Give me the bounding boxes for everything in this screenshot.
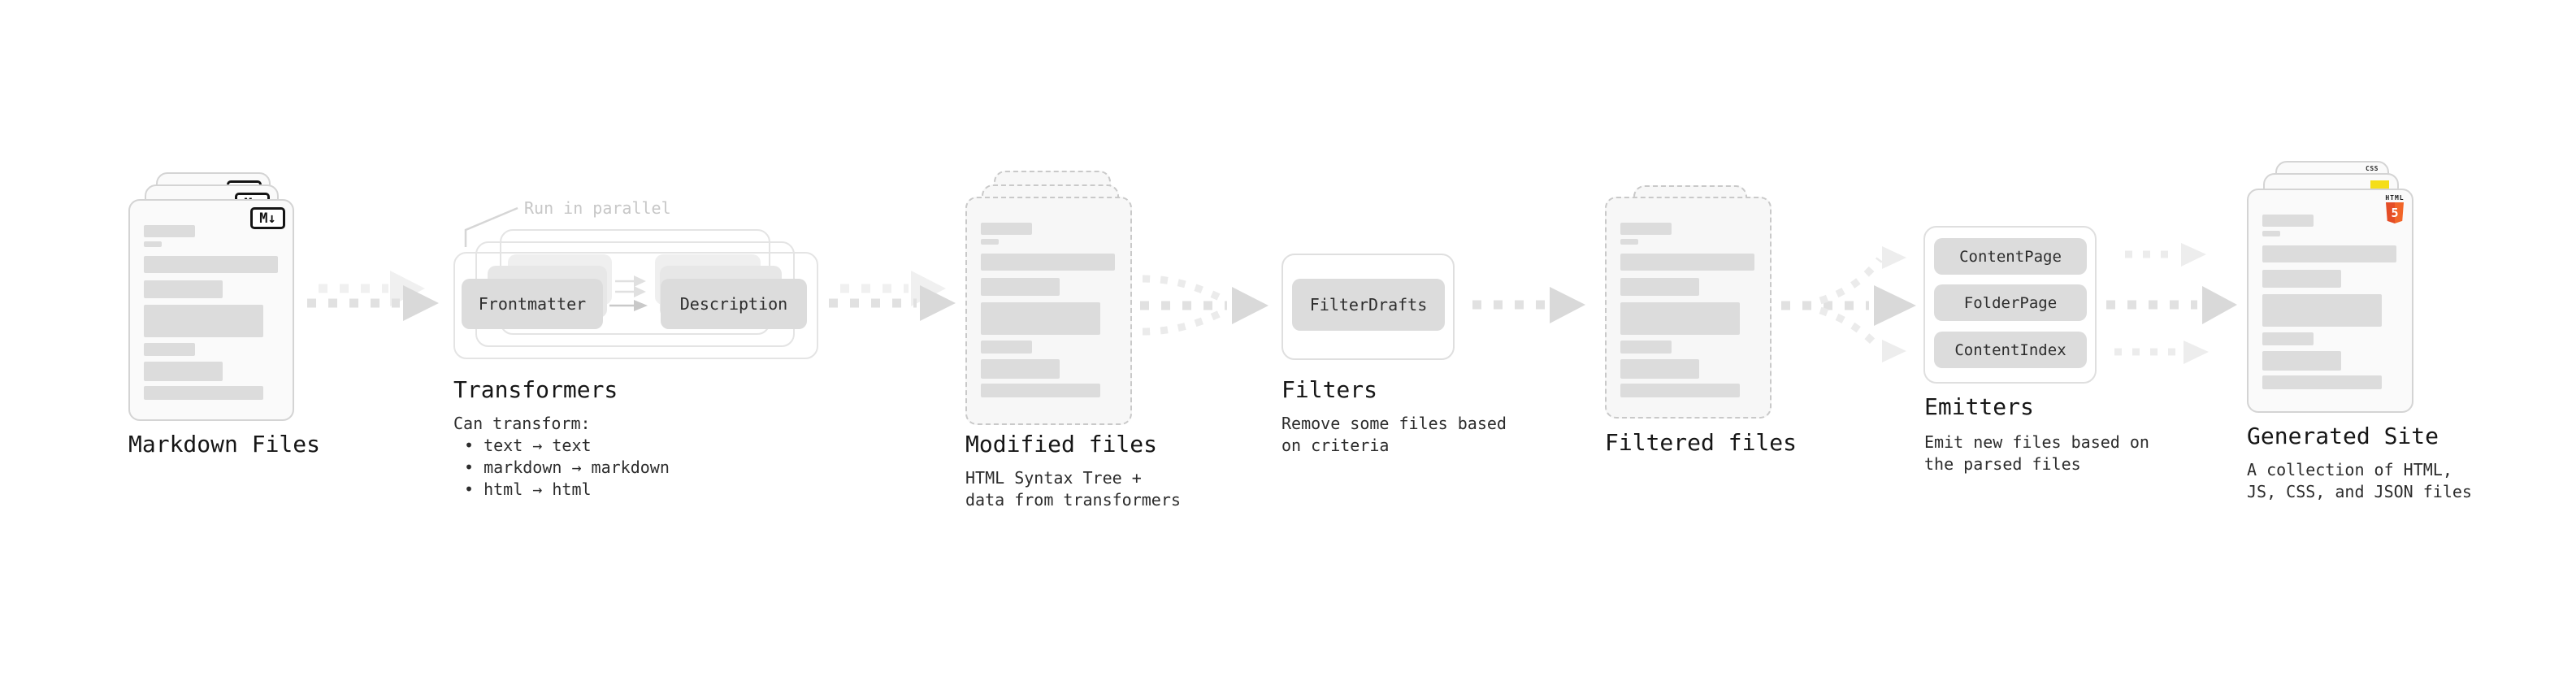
transform-bullet: • html → html bbox=[464, 479, 592, 499]
run-in-parallel-note: Run in parallel bbox=[524, 198, 671, 218]
filtered-document-front bbox=[1605, 197, 1772, 419]
js-icon bbox=[2370, 180, 2389, 189]
description-chip: Description bbox=[661, 279, 807, 329]
folderpage-chip: FolderPage bbox=[1934, 284, 2087, 321]
document-content-placeholder bbox=[2262, 215, 2400, 389]
stage-title-filters: Filters bbox=[1281, 376, 1378, 403]
arrow-filters-to-filtered bbox=[1472, 287, 1585, 323]
modified-document-front bbox=[965, 197, 1132, 425]
document-content-placeholder bbox=[981, 223, 1119, 397]
arrow-transformers-to-modified bbox=[829, 271, 956, 321]
stage-title-emitters: Emitters bbox=[1924, 393, 2034, 420]
transform-bullet: • text → text bbox=[464, 436, 592, 455]
stage-title-transformers: Transformers bbox=[453, 376, 618, 403]
document-content-placeholder bbox=[144, 225, 282, 400]
transformer-container-front bbox=[453, 252, 818, 359]
markdown-document-front: M↓ bbox=[128, 199, 294, 421]
document-content-placeholder bbox=[1620, 223, 1759, 397]
markdown-icon: M↓ bbox=[250, 207, 285, 229]
contentpage-chip: ContentPage bbox=[1934, 238, 2087, 275]
stage-title-filtered-files: Filtered files bbox=[1605, 429, 1798, 456]
modified-files-description: HTML Syntax Tree + data from transformer… bbox=[965, 468, 1181, 510]
transformers-description: Can transform: • text → text • markdown … bbox=[453, 413, 670, 501]
can-transform-heading: Can transform: bbox=[453, 414, 591, 433]
arrow-emitters-to-generated bbox=[2106, 243, 2237, 364]
stage-title-generated-site: Generated Site bbox=[2247, 423, 2439, 449]
html5-icon: HTML 5 bbox=[2384, 194, 2405, 223]
stage-title-modified-files: Modified files bbox=[965, 431, 1158, 458]
generated-document-front: HTML 5 bbox=[2247, 189, 2413, 413]
transform-bullet: • markdown → markdown bbox=[464, 458, 670, 477]
frontmatter-chip: Frontmatter bbox=[462, 279, 603, 329]
stage-title-markdown-files: Markdown Files bbox=[128, 431, 321, 458]
filters-description: Remove some files based on criteria bbox=[1281, 414, 1507, 455]
generated-site-description: A collection of HTML, JS, CSS, and JSON … bbox=[2247, 460, 2472, 501]
arrow-filtered-to-emitters bbox=[1781, 246, 1916, 362]
filterdrafts-chip: FilterDrafts bbox=[1292, 279, 1445, 331]
arrow-markdown-to-transformers bbox=[307, 271, 439, 321]
emitters-description: Emit new files based on the parsed files bbox=[1924, 432, 2149, 474]
arrow-modified-to-filters bbox=[1140, 275, 1268, 336]
contentindex-chip: ContentIndex bbox=[1934, 332, 2087, 368]
